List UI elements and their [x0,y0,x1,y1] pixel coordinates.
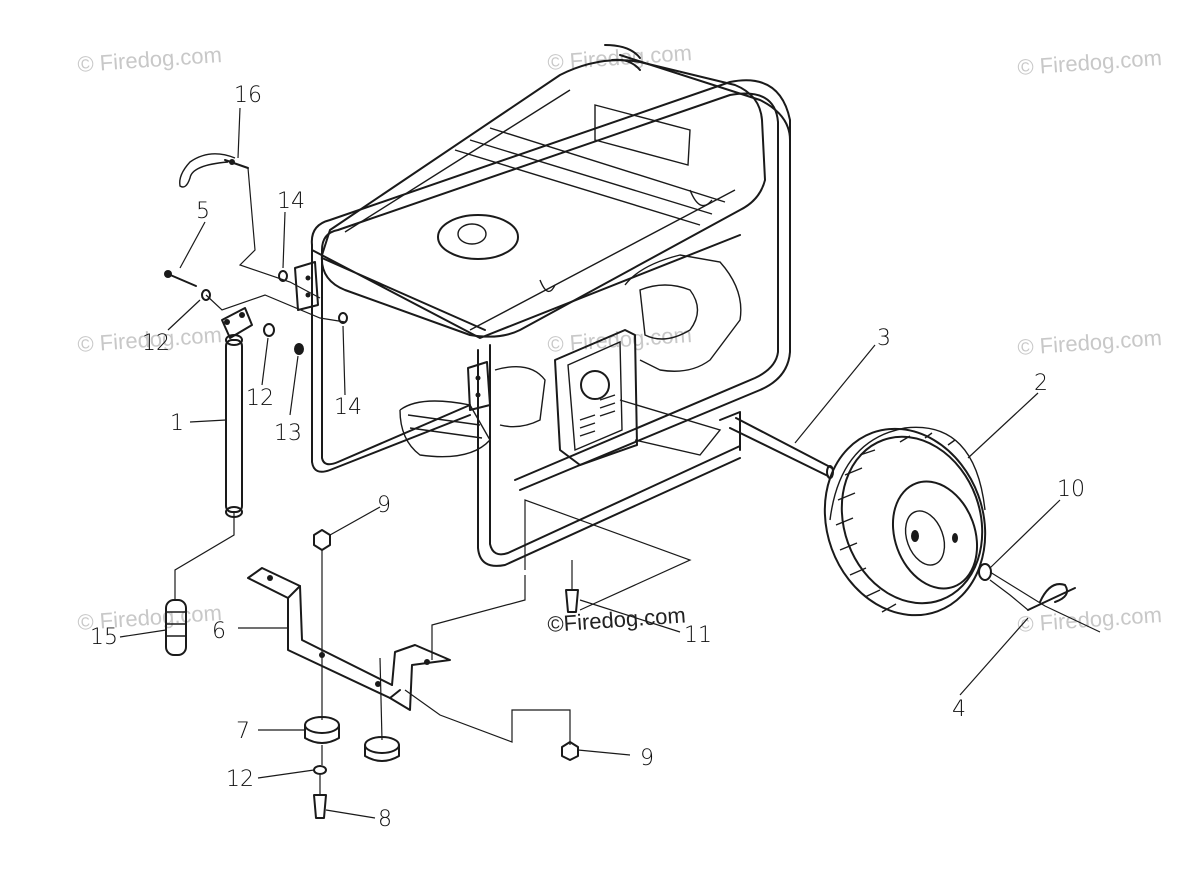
callout-12-upper: 12 [142,331,170,356]
callout-2: 2 [1034,371,1048,396]
callout-5: 5 [196,199,210,224]
handle-fasteners [164,270,348,355]
callout-leaders [119,107,1061,819]
callout-13: 13 [274,421,302,446]
callout-3: 3 [877,326,891,351]
watermark-mid-right: © Firedog.com [1017,325,1163,360]
callout-15: 15 [90,625,118,650]
watermark-top-left: © Firedog.com [77,42,223,77]
axle-part-3 [729,417,834,479]
callout-labels: 16 5 14 12 12 13 14 1 3 2 10 4 9 6 15 7 … [90,83,1085,832]
frame-brackets [294,261,491,411]
fuel-tank-housing [320,59,766,338]
assembly-lines [174,167,1101,795]
callout-9-upper: 9 [377,493,391,518]
handle-part-1 [221,307,253,518]
lanyard-pin-part-16 [179,153,249,188]
watermark-bottom-right: © Firedog.com [1017,602,1163,637]
wheel-part-2 [823,426,987,617]
washer-part-10 [978,563,992,581]
callout-16: 16 [234,83,262,108]
engine-assembly [399,254,742,466]
callout-4: 4 [952,697,966,722]
watermark-top-right: © Firedog.com [1017,45,1163,80]
rubber-mount-part-7 [304,716,400,762]
handle-grip-part-15 [165,599,187,656]
callout-1: 1 [170,411,184,436]
tubular-frame [310,44,791,567]
callout-14-top: 14 [277,189,305,214]
base-fasteners [313,529,579,819]
callout-9-lower: 9 [640,746,654,771]
callout-10: 10 [1057,477,1085,502]
cotter-pin-part-4 [1027,583,1076,611]
callout-12-lower: 12 [226,767,254,792]
callout-8: 8 [378,807,392,832]
callout-14-bottom: 14 [334,395,362,420]
callout-7: 7 [236,719,250,744]
callout-11: 11 [684,623,712,648]
callout-6: 6 [212,619,226,644]
callout-12-middle: 12 [246,386,274,411]
base-bracket-part-6 [247,567,451,711]
